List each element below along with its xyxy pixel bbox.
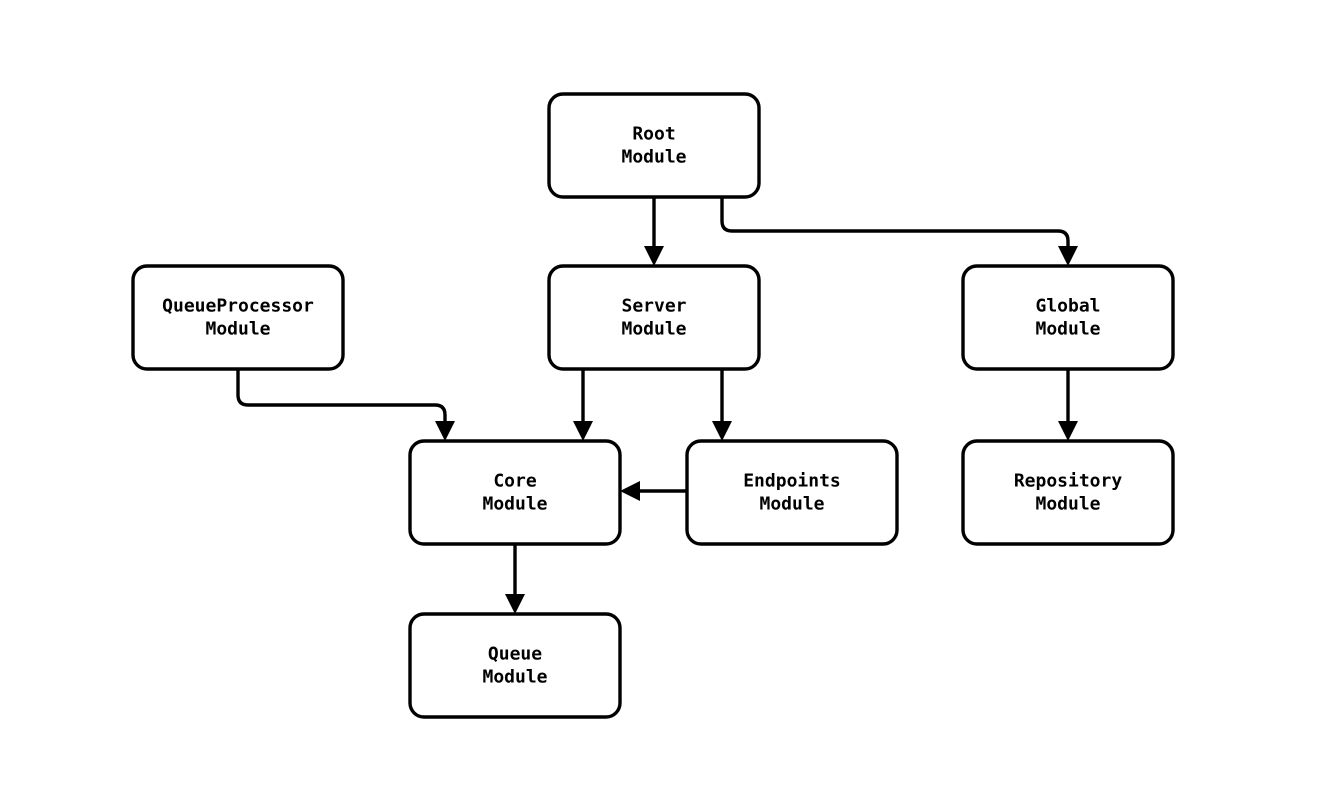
node-label-line1: Queue <box>488 644 542 665</box>
node-label-line2: Module <box>1035 319 1100 340</box>
edges-layer <box>236 197 1078 614</box>
node-label-line2: Module <box>759 494 824 515</box>
node-label-line2: Module <box>621 319 686 340</box>
nodes-layer: RootModuleQueueProcessorModuleServerModu… <box>131 92 1175 719</box>
node-label-line2: Module <box>205 319 270 340</box>
node-label-line2: Module <box>482 494 547 515</box>
arrowhead-icon <box>435 421 455 441</box>
node-label-line2: Module <box>621 147 686 168</box>
edge-core-to-queue <box>505 544 525 614</box>
edge-queueprocessor-to-core <box>236 369 455 441</box>
node-label-line1: Server <box>621 296 686 317</box>
arrowhead-icon <box>573 421 593 441</box>
node-box[interactable] <box>547 92 761 199</box>
edge-endpoints-to-core <box>620 481 687 501</box>
node-label-line1: Endpoints <box>743 471 841 492</box>
node-label-line1: Repository <box>1014 471 1123 492</box>
arrowhead-icon <box>505 594 525 614</box>
edge-server-to-endpoints <box>712 369 732 441</box>
edge-root-to-global <box>720 197 1078 266</box>
node-box[interactable] <box>961 264 1175 371</box>
edge-server-to-core <box>573 369 593 441</box>
arrowhead-icon <box>712 421 732 441</box>
edge-line <box>720 197 1070 252</box>
node-label-line1: QueueProcessor <box>162 296 314 317</box>
node-label-line1: Root <box>632 124 675 145</box>
node-label-line1: Core <box>493 471 537 492</box>
node-box[interactable] <box>547 264 761 371</box>
edge-global-to-repository <box>1058 369 1078 441</box>
edge-line <box>236 369 447 427</box>
node-box[interactable] <box>685 439 899 546</box>
node-box[interactable] <box>131 264 345 371</box>
arrowhead-icon <box>1058 421 1078 441</box>
node-label-line2: Module <box>1035 494 1100 515</box>
node-box[interactable] <box>408 439 622 546</box>
arrowhead-icon <box>644 246 664 266</box>
node-label-line1: Global <box>1035 296 1100 317</box>
edge-root-to-server <box>644 197 664 266</box>
arrowhead-icon <box>620 481 640 501</box>
node-box[interactable] <box>961 439 1175 546</box>
arrowhead-icon <box>1058 246 1078 266</box>
node-box[interactable] <box>408 612 622 719</box>
node-label-line2: Module <box>482 667 547 688</box>
